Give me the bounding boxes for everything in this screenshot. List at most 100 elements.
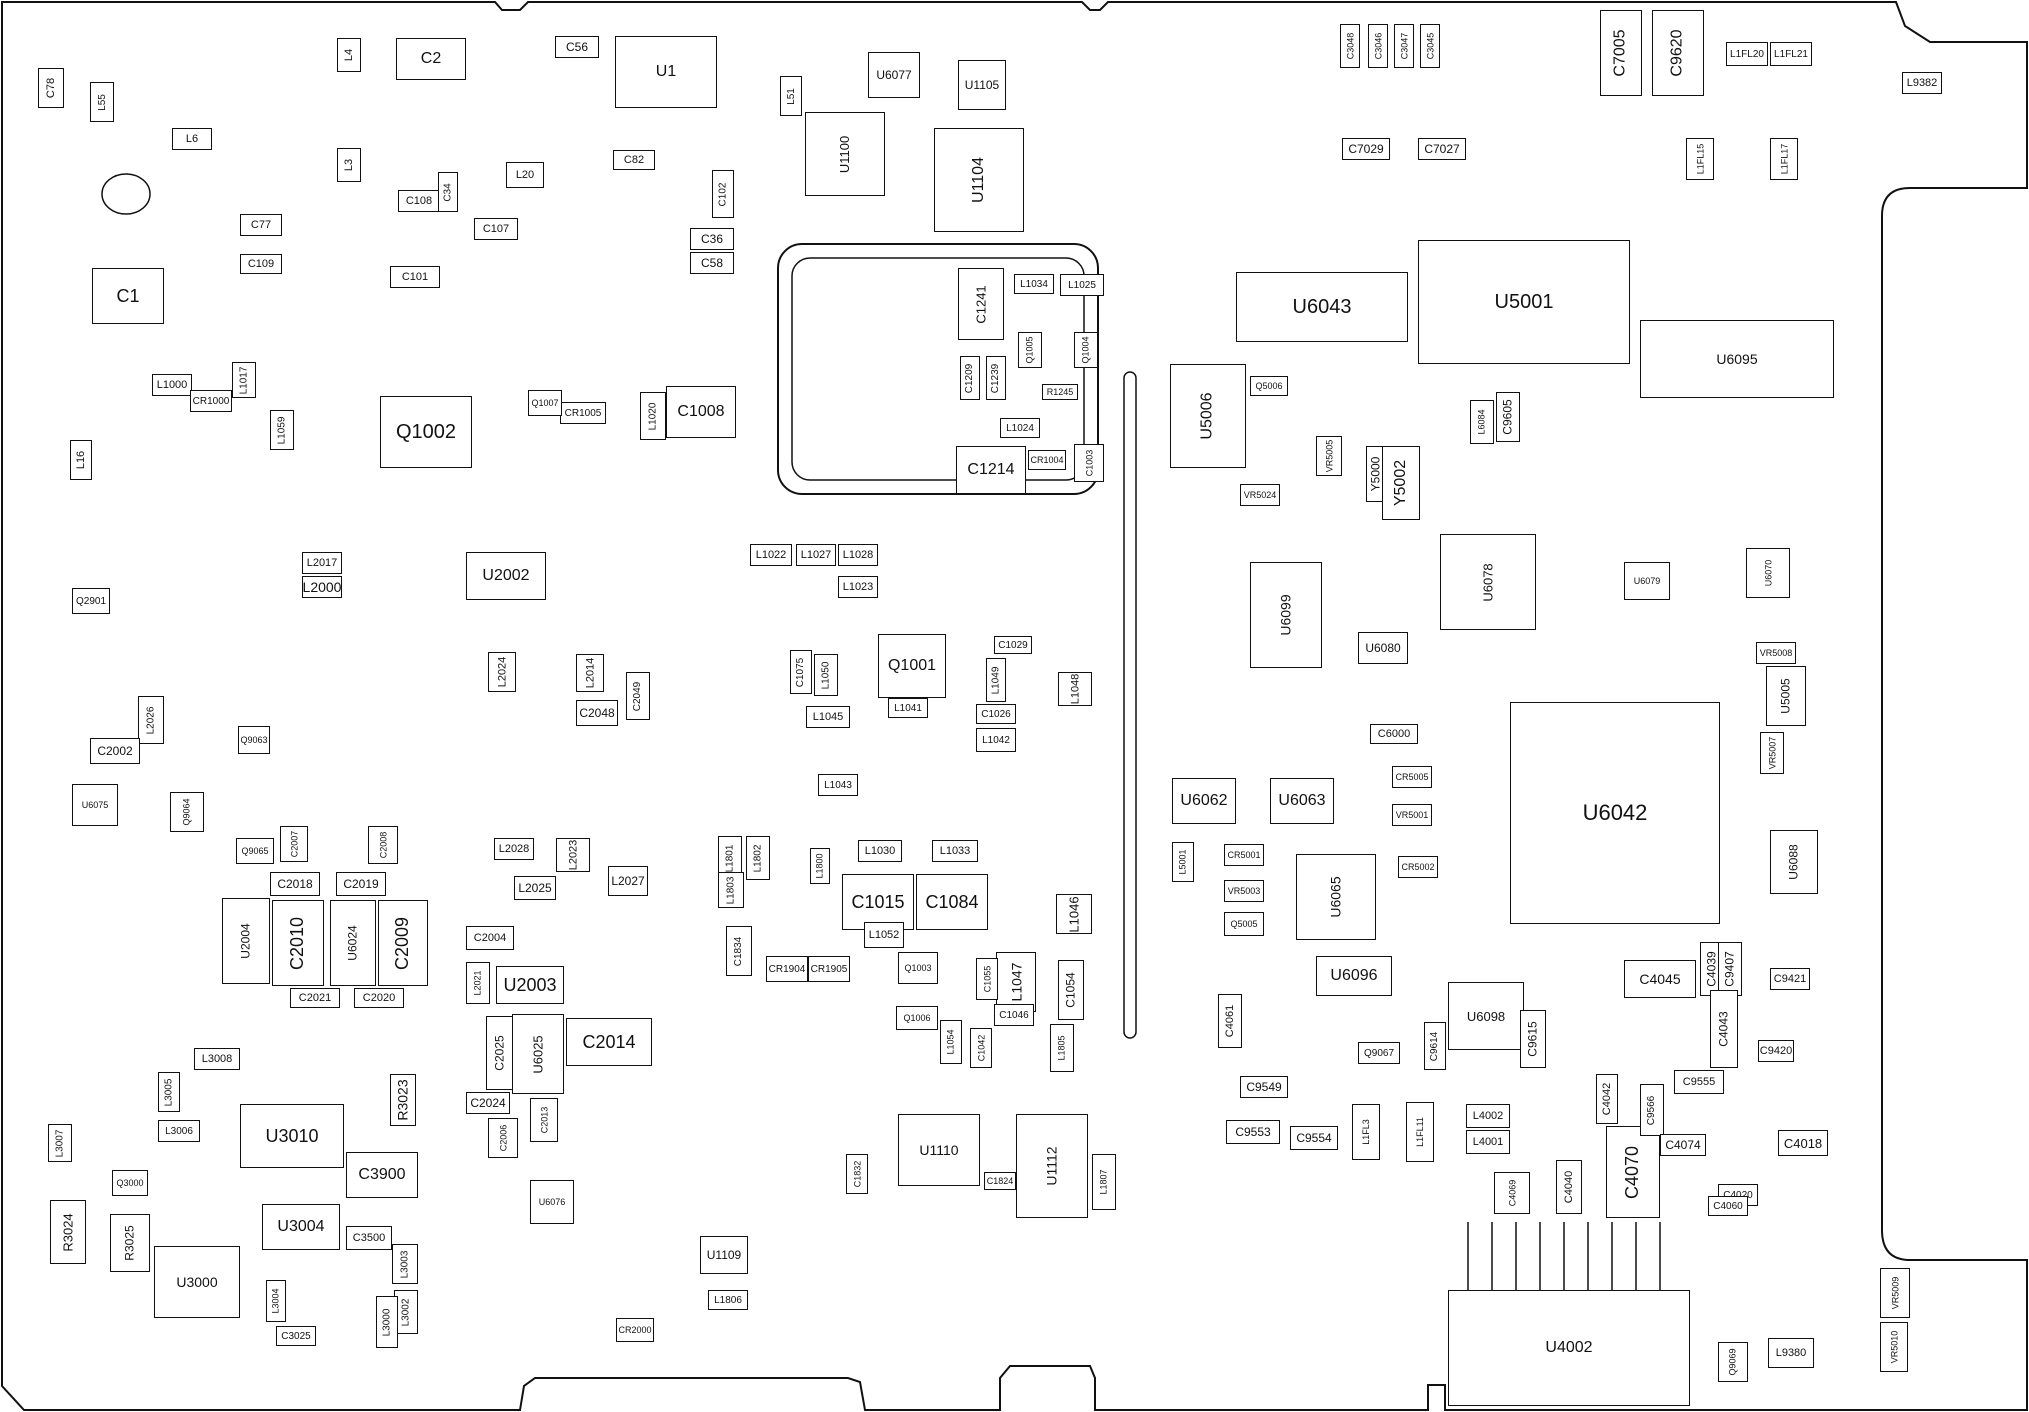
component-c2008: C2008 — [368, 826, 398, 864]
component-label: Q1007 — [531, 398, 559, 408]
component-label: U6076 — [538, 1197, 566, 1207]
component-l1fl21: L1FL21 — [1770, 42, 1812, 66]
component-label: C1046 — [999, 1009, 1029, 1021]
component-q9064: Q9064 — [170, 792, 204, 832]
component-label: L1030 — [864, 845, 896, 857]
component-label: C1029 — [998, 639, 1028, 651]
component-u6077: U6077 — [868, 52, 920, 98]
component-label: U6043 — [1292, 295, 1352, 318]
component-vr5010: VR5010 — [1880, 1322, 1908, 1372]
component-c1209: C1209 — [960, 356, 980, 400]
component-u6080: U6080 — [1358, 632, 1408, 664]
component-c3045: C3045 — [1420, 24, 1440, 68]
component-l1027: L1027 — [796, 544, 836, 566]
component-label: L2028 — [498, 843, 530, 855]
component-r3023: R3023 — [390, 1074, 416, 1126]
component-label: CR2000 — [618, 1325, 652, 1335]
component-q1001: Q1001 — [878, 634, 946, 698]
component-label: C9605 — [1501, 399, 1515, 435]
component-l9380: L9380 — [1768, 1338, 1814, 1368]
component-l3004: L3004 — [266, 1280, 286, 1322]
component-l1fl17: L1FL17 — [1770, 138, 1798, 180]
component-label: L1FL17 — [1779, 143, 1789, 175]
component-label: U5001 — [1494, 290, 1554, 313]
component-c9614: C9614 — [1424, 1022, 1446, 1070]
component-label: C1042 — [976, 1034, 986, 1062]
component-l1fl20: L1FL20 — [1726, 42, 1768, 66]
component-label: C3047 — [1399, 32, 1409, 60]
component-l1042: L1042 — [976, 728, 1016, 752]
component-vr5007: VR5007 — [1760, 732, 1784, 774]
component-u5006: U5006 — [1170, 364, 1246, 468]
component-u1110: U1110 — [898, 1114, 980, 1186]
component-l3006: L3006 — [158, 1120, 200, 1142]
component-label: C4070 — [1622, 1145, 1643, 1199]
component-c1046: C1046 — [994, 1004, 1034, 1026]
component-label: L3007 — [54, 1129, 66, 1157]
component-label: L1042 — [982, 734, 1010, 746]
component-label: L1000 — [156, 379, 188, 391]
component-label: L2017 — [306, 557, 338, 569]
component-c1026: C1026 — [976, 704, 1016, 724]
component-l2023: L2023 — [556, 838, 590, 872]
component-q1007: Q1007 — [528, 390, 562, 416]
component-label: C9554 — [1296, 1131, 1332, 1145]
component-label: C2007 — [289, 830, 299, 858]
component-c82: C82 — [613, 150, 655, 170]
component-label: L1FL15 — [1695, 143, 1705, 175]
component-l3005: L3005 — [158, 1072, 180, 1112]
component-u6076: U6076 — [530, 1180, 574, 1224]
component-label: U6025 — [530, 1034, 546, 1074]
component-c4045: C4045 — [1624, 960, 1696, 998]
component-u6063: U6063 — [1270, 778, 1334, 824]
component-label: L1048 — [1069, 673, 1081, 705]
component-label: CR1004 — [1030, 455, 1064, 465]
component-c1029: C1029 — [994, 636, 1032, 654]
component-u2003: U2003 — [496, 966, 564, 1004]
component-label: U6078 — [1480, 562, 1496, 602]
component-label: C2013 — [539, 1106, 549, 1134]
component-u1109: U1109 — [700, 1236, 748, 1274]
component-label: L3006 — [165, 1125, 193, 1137]
component-c7029: C7029 — [1342, 138, 1390, 160]
component-u1104: U1104 — [934, 128, 1024, 232]
component-label: C3025 — [281, 1330, 311, 1342]
component-c2049: C2049 — [626, 672, 650, 720]
component-label: C4061 — [1224, 1004, 1237, 1038]
component-u6088: U6088 — [1770, 830, 1818, 894]
component-label: C2008 — [378, 831, 388, 859]
component-label: L3004 — [271, 1288, 281, 1314]
component-label: U2002 — [482, 567, 530, 584]
component-label: L1FL21 — [1774, 48, 1808, 60]
component-label: L1FL20 — [1730, 48, 1764, 60]
component-label: L1805 — [1057, 1035, 1067, 1061]
component-label: C2025 — [493, 1035, 507, 1071]
component-label: Q5005 — [1230, 919, 1258, 929]
component-u6098: U6098 — [1448, 982, 1524, 1050]
component-label: C107 — [482, 223, 510, 235]
component-label: Q9069 — [1728, 1348, 1738, 1376]
component-label: C1239 — [990, 363, 1002, 393]
component-label: L1801 — [724, 844, 736, 872]
component-r1245: R1245 — [1042, 384, 1078, 400]
component-label: C1026 — [981, 708, 1011, 720]
component-label: CR1000 — [192, 395, 230, 407]
component-label: U6098 — [1466, 1008, 1506, 1024]
component-u6096: U6096 — [1316, 956, 1392, 996]
component-l2026: L2026 — [138, 696, 164, 744]
component-label: C4069 — [1507, 1179, 1517, 1207]
component-label: L4 — [343, 48, 355, 62]
component-label: L1041 — [894, 702, 922, 714]
component-label: C3045 — [1425, 32, 1435, 60]
component-label: U6088 — [1787, 844, 1801, 880]
component-c1834: C1834 — [726, 926, 752, 976]
component-label: L9380 — [1775, 1347, 1807, 1359]
component-label: C4042 — [1601, 1082, 1614, 1116]
component-label: Q9065 — [241, 846, 269, 856]
component-label: Y5000 — [1368, 456, 1383, 492]
component-label: C2002 — [97, 744, 133, 758]
component-c4061: C4061 — [1218, 994, 1242, 1048]
component-c2006: C2006 — [488, 1118, 518, 1158]
component-label: VR5009 — [1890, 1276, 1900, 1310]
